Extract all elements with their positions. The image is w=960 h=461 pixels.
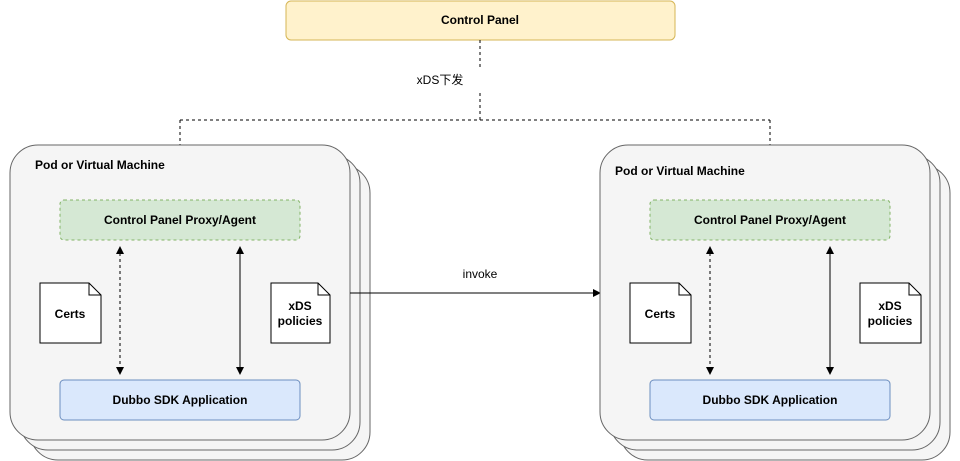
control-panel-label: Control Panel (441, 13, 519, 27)
left-policies-fold (317, 283, 330, 296)
left-certs-fold (88, 283, 101, 296)
right-policies-label-line2: policies (868, 314, 913, 328)
left-container-label: Pod or Virtual Machine (35, 158, 165, 172)
right-node: Pod or Virtual Machine Control Panel Pro… (599, 144, 951, 461)
xds-push-label: xDS下发 (417, 72, 464, 87)
left-certs-document-icon (39, 282, 102, 344)
left-proxy-label: Control Panel Proxy/Agent (104, 213, 256, 227)
right-proxy-label: Control Panel Proxy/Agent (694, 213, 846, 227)
invoke-label: invoke (463, 267, 498, 281)
right-certs-document-icon (629, 282, 692, 344)
right-app-box (649, 379, 891, 421)
right-app-label: Dubbo SDK Application (703, 393, 838, 407)
left-app-box (59, 379, 301, 421)
left-node: Pod or Virtual Machine Control Panel Pro… (9, 144, 371, 461)
left-app-label: Dubbo SDK Application (113, 393, 248, 407)
right-proxy-box (649, 199, 891, 241)
invoke-connector: invoke (350, 267, 601, 297)
right-policies-document-icon (859, 282, 922, 344)
left-certs-label: Certs (55, 307, 86, 321)
left-policies-label-line2: policies (278, 314, 323, 328)
left-policies-label-line1: xDS (288, 299, 311, 313)
right-policies-fold (908, 283, 921, 296)
right-certs-fold (678, 283, 691, 296)
left-proxy-box (59, 199, 301, 241)
right-certs-label: Certs (645, 307, 676, 321)
right-container-label: Pod or Virtual Machine (615, 164, 745, 178)
left-policies-document-icon (270, 282, 331, 344)
right-policies-label-line1: xDS (878, 299, 901, 313)
control-panel: Control Panel (285, 0, 676, 41)
